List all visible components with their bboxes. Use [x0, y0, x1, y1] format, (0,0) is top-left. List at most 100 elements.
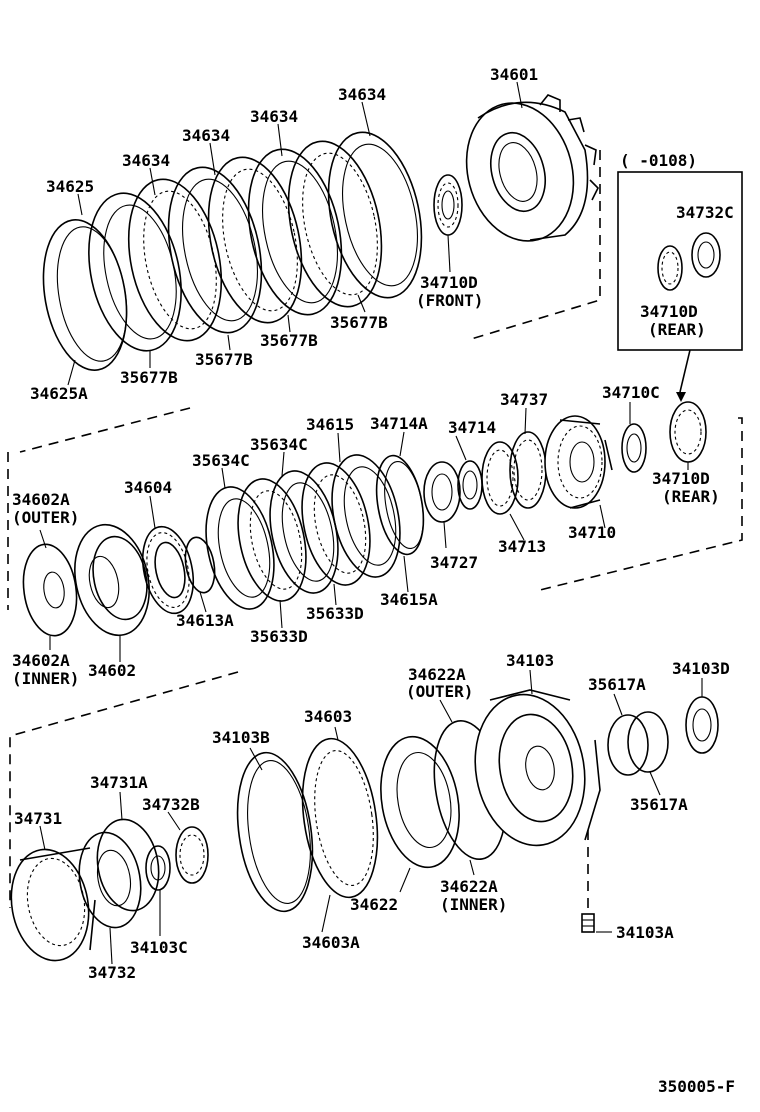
row2-assembly — [7, 401, 743, 637]
one-way-clutch-34737 — [509, 431, 547, 509]
label-34713: 34713 — [498, 537, 546, 556]
row3-assembly — [9, 671, 719, 962]
label-35617A: 35617A — [588, 675, 646, 694]
thrust-bearing-34710D-front — [433, 174, 463, 236]
label-35677B: 35677B — [330, 313, 388, 332]
snap-ring-34613A — [184, 536, 216, 594]
label-34103D: 34103D — [672, 659, 730, 678]
label-35677B: 35677B — [260, 331, 318, 350]
ring-34714 — [457, 460, 483, 510]
race-34713 — [481, 441, 519, 515]
race-34710C — [621, 423, 647, 473]
clutch-plate-34625 — [88, 192, 182, 352]
bearing-34727 — [423, 461, 461, 523]
label-34732B: 34732B — [142, 795, 200, 814]
washer-34103D — [685, 696, 719, 754]
label-34634: 34634 — [182, 126, 230, 145]
label-34602A-inner: 34602A — [12, 651, 70, 670]
label-34714: 34714 — [448, 418, 496, 437]
clutch-disc-35677B-3 — [287, 140, 383, 308]
snap-ring-34625A — [42, 219, 128, 371]
label-34622: 34622 — [350, 895, 398, 914]
thrust-bearing-34732B — [175, 826, 209, 884]
plate-34603 — [301, 737, 379, 899]
label-34625: 34625 — [46, 177, 94, 196]
clutch-plate-34634-1 — [167, 166, 263, 334]
label-34732C: 34732C — [676, 203, 734, 222]
label-34731: 34731 — [14, 809, 62, 828]
return-spring-34604 — [142, 525, 194, 615]
label-34604: 34604 — [124, 478, 172, 497]
label-34622A-outer: 34622A — [408, 665, 466, 684]
label-34103: 34103 — [506, 651, 554, 670]
figure-code: 350005-F — [658, 1077, 735, 1096]
label-34710: 34710 — [568, 523, 616, 542]
label-34634: 34634 — [250, 107, 298, 126]
leader-lines — [39, 81, 703, 965]
part-labels: 34601 34634 34634 34634 34634 34625 3462… — [12, 65, 735, 1096]
washer-34103C — [145, 845, 171, 891]
label-34634: 34634 — [122, 151, 170, 170]
clutch-disc-35677B-2 — [207, 156, 303, 324]
label-35617A: 35617A — [630, 795, 688, 814]
label-34710D-rear: 34710D — [652, 469, 710, 488]
planetary-34710 — [544, 415, 613, 509]
label-date-range: ( -0108) — [620, 151, 697, 170]
bolt-34103A — [581, 830, 595, 933]
thrust-bearing-34710D-rear-inset — [657, 245, 683, 291]
label-34732: 34732 — [88, 963, 136, 982]
label-34622A-inner: 34622A — [440, 877, 498, 896]
label-34103C: 34103C — [130, 938, 188, 957]
washer-34602A — [22, 543, 78, 637]
clutch-plate-34634-2 — [247, 148, 343, 316]
label-outer: (OUTER) — [12, 508, 79, 527]
clutch-plates-row2 — [205, 454, 401, 610]
piston-34622 — [380, 735, 460, 869]
label-front: (FRONT) — [416, 291, 483, 310]
label-34625A: 34625A — [30, 384, 88, 403]
clutch-disc-35677B-1 — [127, 178, 223, 342]
label-34710D-rear: 34710D — [640, 302, 698, 321]
piston-34602 — [74, 523, 150, 637]
thrust-bearing-34710D-rear — [669, 401, 707, 463]
label-34103A: 34103A — [616, 923, 674, 942]
label-34601: 34601 — [490, 65, 538, 84]
label-34602A-outer: 34602A — [12, 490, 70, 509]
label-35634C: 35634C — [192, 451, 250, 470]
drum-34103 — [474, 689, 601, 847]
label-34615: 34615 — [306, 415, 354, 434]
ring-gear-34731 — [10, 847, 96, 962]
label-34615A: 34615A — [380, 590, 438, 609]
label-35677B: 35677B — [120, 368, 178, 387]
label-34603A: 34603A — [302, 933, 360, 952]
label-34727: 34727 — [430, 553, 478, 572]
label-34731A: 34731A — [90, 773, 148, 792]
snap-ring-34103B — [236, 751, 314, 913]
thrust-washer-34732C — [691, 232, 721, 278]
label-rear: (REAR) — [662, 487, 720, 506]
label-35633D: 35633D — [306, 604, 364, 623]
row1-clutch-pack — [19, 94, 601, 453]
label-34737: 34737 — [500, 390, 548, 409]
label-34103B: 34103B — [212, 728, 270, 747]
seal-rings-35617A — [607, 711, 669, 776]
inset-box-rear — [617, 171, 743, 402]
label-34602: 34602 — [88, 661, 136, 680]
snap-ring-34615A — [375, 454, 425, 556]
clutch-plate-34634-3 — [327, 131, 423, 299]
label-35677B: 35677B — [195, 350, 253, 369]
label-34613A: 34613A — [176, 611, 234, 630]
label-34714A: 34714A — [370, 414, 428, 433]
label-34634: 34634 — [338, 85, 386, 104]
label-rear: (REAR) — [648, 320, 706, 339]
label-34603: 34603 — [304, 707, 352, 726]
label-34710C: 34710C — [602, 383, 660, 402]
label-outer: (OUTER) — [406, 682, 473, 701]
clutch-drum-34601 — [465, 94, 599, 242]
snap-ring-34731A — [96, 818, 160, 912]
label-inner: (INNER) — [12, 669, 79, 688]
label-inner: (INNER) — [440, 895, 507, 914]
label-35634C: 35634C — [250, 435, 308, 454]
label-34710D-front: 34710D — [420, 273, 478, 292]
